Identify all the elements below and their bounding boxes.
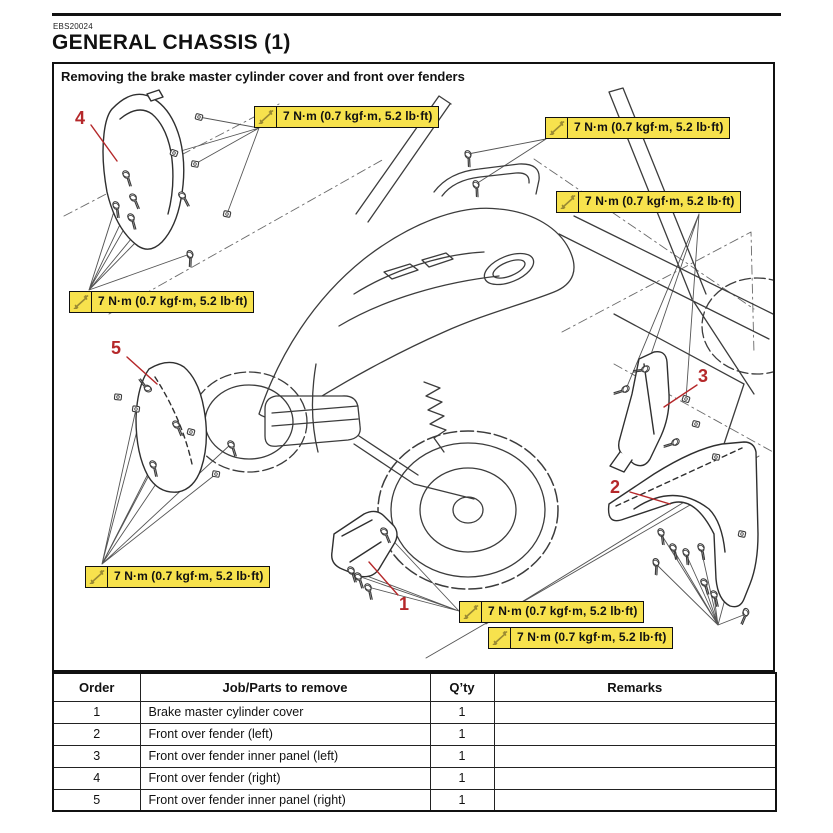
diagram-title: Removing the brake master cylinder cover… xyxy=(61,69,465,84)
wrench-icon xyxy=(255,107,277,127)
table-row: 3 Front over fender inner panel (left) 1 xyxy=(52,744,777,768)
cell-job: Front over fender inner panel (right) xyxy=(139,788,431,812)
vehicle-body xyxy=(190,87,773,590)
torque-callout-4: 7 N·m (0.7 kgf·m, 5.2 lb·ft) xyxy=(69,291,255,313)
torque-callout-7: 7 N·m (0.7 kgf·m, 5.2 lb·ft) xyxy=(488,627,674,649)
cell-job: Front over fender (left) xyxy=(139,722,431,746)
page-title: GENERAL CHASSIS (1) xyxy=(52,31,291,54)
cell-qty: 1 xyxy=(429,700,495,724)
table-row: 2 Front over fender (left) 1 xyxy=(52,722,777,746)
cell-job: Brake master cylinder cover xyxy=(139,700,431,724)
table-row: 1 Brake master cylinder cover 1 xyxy=(52,700,777,724)
col-header-job: Job/Parts to remove xyxy=(139,672,431,702)
cell-remarks xyxy=(493,788,777,812)
part-number-label-2: 2 xyxy=(610,477,621,497)
cell-qty: 1 xyxy=(429,788,495,812)
cell-remarks xyxy=(493,766,777,790)
cell-order: 5 xyxy=(52,788,141,812)
cell-remarks xyxy=(493,722,777,746)
top-rule xyxy=(52,13,781,16)
torque-callout-5: 7 N·m (0.7 kgf·m, 5.2 lb·ft) xyxy=(85,566,271,588)
cell-remarks xyxy=(493,744,777,768)
torque-callout-6: 7 N·m (0.7 kgf·m, 5.2 lb·ft) xyxy=(459,601,645,623)
torque-value: 7 N·m (0.7 kgf·m, 5.2 lb·ft) xyxy=(98,294,248,308)
col-header-qty: Q’ty xyxy=(429,672,495,702)
part-number-label-1: 1 xyxy=(399,594,410,614)
cell-qty: 1 xyxy=(429,722,495,746)
wrench-icon xyxy=(460,602,482,622)
cell-order: 4 xyxy=(52,766,141,790)
parts-table: Order Job/Parts to remove Q’ty Remarks 1… xyxy=(52,672,777,812)
cell-order: 1 xyxy=(52,700,141,724)
part-number-leaders xyxy=(90,124,698,596)
wrench-icon xyxy=(546,118,568,138)
torque-value: 7 N·m (0.7 kgf·m, 5.2 lb·ft) xyxy=(585,194,735,208)
table-row: 4 Front over fender (right) 1 xyxy=(52,766,777,790)
wrench-icon xyxy=(557,192,579,212)
cell-job: Front over fender inner panel (left) xyxy=(139,744,431,768)
wrench-icon xyxy=(489,628,511,648)
cell-order: 2 xyxy=(52,722,141,746)
torque-value: 7 N·m (0.7 kgf·m, 5.2 lb·ft) xyxy=(114,569,264,583)
leader-lines xyxy=(88,116,760,659)
col-header-remarks: Remarks xyxy=(493,672,777,702)
torque-callout-3: 7 N·m (0.7 kgf·m, 5.2 lb·ft) xyxy=(556,191,742,213)
cell-qty: 1 xyxy=(429,766,495,790)
col-header-order: Order xyxy=(52,672,141,702)
torque-callout-1: 7 N·m (0.7 kgf·m, 5.2 lb·ft) xyxy=(254,106,440,128)
cell-job: Front over fender (right) xyxy=(139,766,431,790)
part-number-label-3: 3 xyxy=(698,366,709,386)
torque-value: 7 N·m (0.7 kgf·m, 5.2 lb·ft) xyxy=(488,604,638,618)
torque-value: 7 N·m (0.7 kgf·m, 5.2 lb·ft) xyxy=(517,630,667,644)
cell-remarks xyxy=(493,700,777,724)
table-row: 5 Front over fender inner panel (right) … xyxy=(52,788,777,812)
vehicle-illustration xyxy=(63,87,773,659)
torque-value: 7 N·m (0.7 kgf·m, 5.2 lb·ft) xyxy=(574,120,724,134)
table-header-row: Order Job/Parts to remove Q’ty Remarks xyxy=(52,672,777,702)
part-number-label-4: 4 xyxy=(75,108,86,128)
doc-code: EBS20024 xyxy=(53,22,93,31)
wrench-icon xyxy=(70,292,92,312)
cell-order: 3 xyxy=(52,744,141,768)
cell-qty: 1 xyxy=(429,744,495,768)
diagram-frame: Removing the brake master cylinder cover… xyxy=(52,62,775,672)
torque-value: 7 N·m (0.7 kgf·m, 5.2 lb·ft) xyxy=(283,109,433,123)
wrench-icon xyxy=(86,567,108,587)
torque-callout-2: 7 N·m (0.7 kgf·m, 5.2 lb·ft) xyxy=(545,117,731,139)
part-number-label-5: 5 xyxy=(111,338,122,358)
exploded-parts xyxy=(102,89,759,608)
